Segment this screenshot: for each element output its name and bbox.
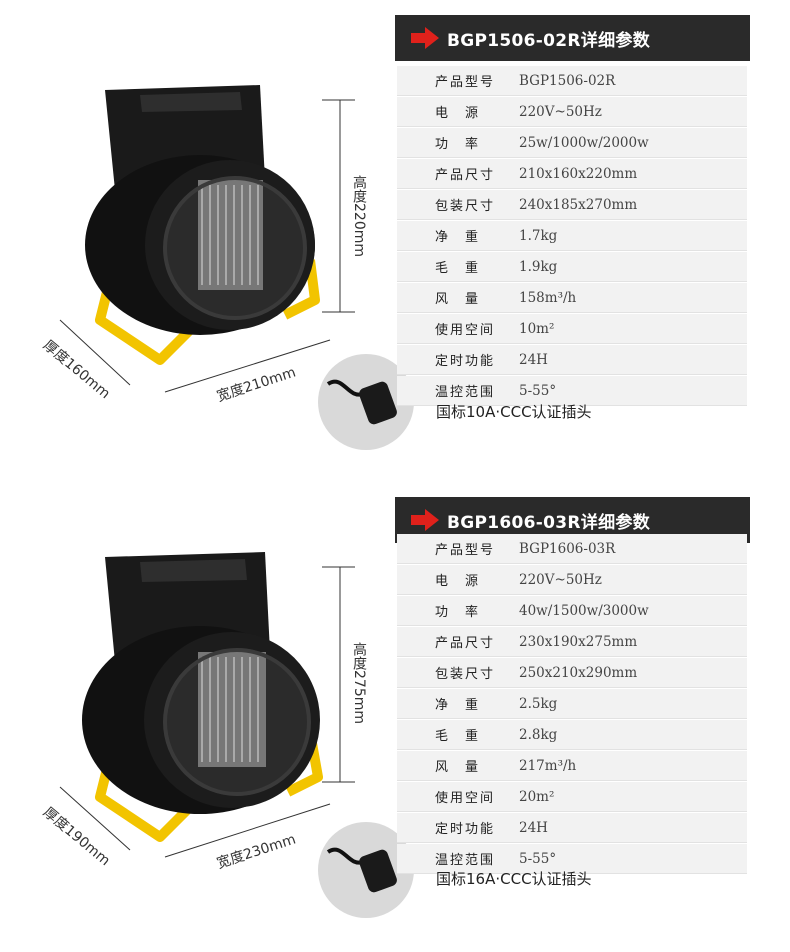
spec-row: 使用空间 20m²: [397, 782, 747, 812]
spec-key: 定时功能: [435, 354, 496, 369]
heater-image: [82, 552, 323, 842]
spec-row: 电 源 220V~50Hz: [397, 97, 747, 127]
spec-value: BGP1506-02R: [519, 72, 616, 89]
spec-key: 风 量: [435, 760, 481, 775]
spec-key: 使用空间: [435, 791, 496, 806]
height-dimension: 高度220mm: [351, 175, 367, 257]
spec-key: 温控范围: [435, 385, 496, 400]
spec-row: 功 率 25w/1000w/2000w: [397, 128, 747, 158]
spec-value: 1.9kg: [519, 258, 558, 275]
spec-table: 产品型号 BGP1506-02R 电 源 220V~50Hz 功 率 25w/1000…: [397, 66, 747, 407]
heater-image: [85, 85, 320, 365]
spec-value: 2.5kg: [519, 695, 558, 712]
spec-row: 风 量 217m³/h: [397, 751, 747, 781]
spec-value: 25w/1000w/2000w: [519, 134, 649, 151]
spec-title: BGP1606-03R详细参数: [447, 512, 650, 533]
spec-value: 10m²: [519, 320, 555, 337]
spec-row: 产品型号 BGP1506-02R: [397, 66, 747, 96]
spec-value: 20m²: [519, 788, 555, 805]
spec-value: 220V~50Hz: [519, 571, 602, 588]
dimension-lines: [59, 99, 355, 393]
spec-table: 产品型号 BGP1606-03R 电 源 220V~50Hz 功 率 40w/1500…: [397, 534, 747, 875]
dimension-lines: [59, 566, 355, 858]
spec-value: 217m³/h: [519, 757, 577, 774]
spec-row: 定时功能 24H: [397, 345, 747, 375]
spec-key: 产品型号: [435, 543, 496, 558]
brand-logo-icon: [411, 27, 439, 49]
spec-key: 毛 重: [435, 261, 481, 276]
spec-row: 温控范围 5-55°: [397, 844, 747, 874]
spec-value: 24H: [519, 819, 548, 836]
spec-value: 2.8kg: [519, 726, 558, 743]
spec-value: 1.7kg: [519, 227, 558, 244]
spec-value: 5-55°: [519, 382, 557, 399]
spec-value: 40w/1500w/3000w: [519, 602, 649, 619]
spec-row: 使用空间 10m²: [397, 314, 747, 344]
spec-key: 功 率: [435, 137, 481, 152]
spec-key: 产品尺寸: [435, 636, 496, 651]
height-dimension: 高度275mm: [351, 642, 367, 724]
spec-row: 毛 重 1.9kg: [397, 252, 747, 282]
brand-logo-icon: [411, 509, 439, 531]
spec-key: 净 重: [435, 230, 481, 245]
spec-key: 电 源: [435, 106, 481, 121]
product-section-2: 高度275mm 宽度230mm 厚度190mm BGP1606-03R详细参数 …: [0, 482, 790, 952]
spec-key: 风 量: [435, 292, 481, 307]
spec-key: 使用空间: [435, 323, 496, 338]
spec-row: 产品尺寸 210x160x220mm: [397, 159, 747, 189]
product-section-1: 高度220mm 宽度210mm 厚度160mm BGP1506-02R详细参数 …: [0, 0, 790, 470]
spec-value: 250x210x290mm: [519, 664, 638, 681]
spec-value: 158m³/h: [519, 289, 577, 306]
spec-key: 定时功能: [435, 822, 496, 837]
spec-row: 净 重 1.7kg: [397, 221, 747, 251]
spec-value: 220V~50Hz: [519, 103, 602, 120]
spec-row: 净 重 2.5kg: [397, 689, 747, 719]
spec-row: 产品型号 BGP1606-03R: [397, 534, 747, 564]
spec-header: BGP1506-02R详细参数: [395, 15, 750, 61]
spec-value: 24H: [519, 351, 548, 368]
spec-value: 5-55°: [519, 850, 557, 867]
spec-key: 电 源: [435, 574, 481, 589]
spec-key: 包装尺寸: [435, 667, 496, 682]
spec-row: 定时功能 24H: [397, 813, 747, 843]
plug-label: 国标16A·CCC认证插头: [436, 870, 592, 888]
spec-key: 毛 重: [435, 729, 481, 744]
plug-label: 国标10A·CCC认证插头: [436, 403, 592, 421]
spec-key: 产品尺寸: [435, 168, 496, 183]
spec-value: BGP1606-03R: [519, 540, 616, 557]
spec-value: 230x190x275mm: [519, 633, 638, 650]
spec-key: 温控范围: [435, 853, 496, 868]
spec-row: 温控范围 5-55°: [397, 376, 747, 406]
spec-value: 240x185x270mm: [519, 196, 638, 213]
spec-key: 净 重: [435, 698, 481, 713]
spec-key: 产品型号: [435, 75, 496, 90]
spec-key: 功 率: [435, 605, 481, 620]
spec-row: 功 率 40w/1500w/3000w: [397, 596, 747, 626]
spec-title: BGP1506-02R详细参数: [447, 30, 650, 51]
spec-row: 包装尺寸 250x210x290mm: [397, 658, 747, 688]
spec-row: 毛 重 2.8kg: [397, 720, 747, 750]
spec-row: 风 量 158m³/h: [397, 283, 747, 313]
spec-row: 包装尺寸 240x185x270mm: [397, 190, 747, 220]
spec-row: 电 源 220V~50Hz: [397, 565, 747, 595]
spec-row: 产品尺寸 230x190x275mm: [397, 627, 747, 657]
spec-key: 包装尺寸: [435, 199, 496, 214]
spec-value: 210x160x220mm: [519, 165, 638, 182]
